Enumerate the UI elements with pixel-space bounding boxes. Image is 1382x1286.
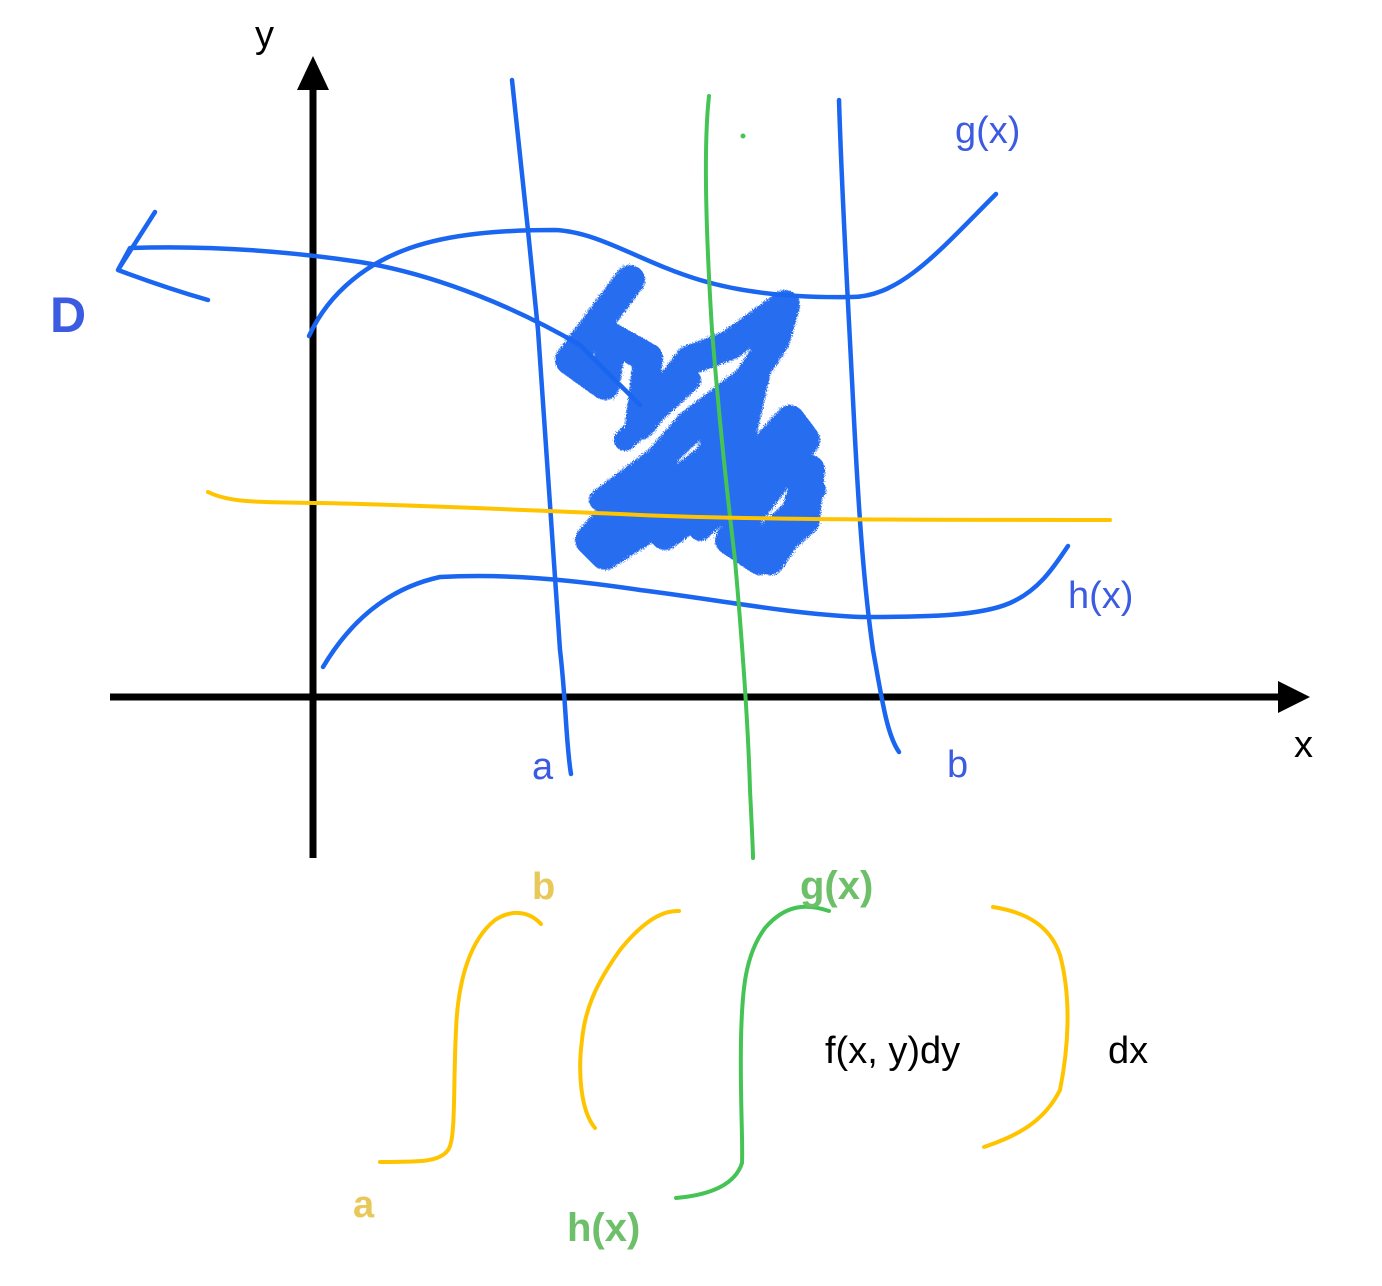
lower-curve-label: h(x) — [1068, 575, 1134, 617]
closing-paren — [982, 905, 1070, 1149]
integrand-label: f(x, y)dy — [825, 1030, 961, 1072]
middle-integral-sign — [578, 908, 681, 1130]
x-axis-label: x — [1294, 724, 1313, 766]
x-axis-arrowhead — [1278, 681, 1310, 713]
inner-lower-limit-label: h(x) — [567, 1206, 641, 1250]
right-bound-label: b — [947, 744, 969, 786]
green-dot — [740, 133, 746, 139]
outer-integral-sign — [378, 911, 543, 1164]
right-bound-line-b — [836, 97, 902, 755]
outer-upper-limit-label: b — [532, 866, 556, 908]
inner-integral-sign — [674, 904, 831, 1200]
outer-differential-label: dx — [1108, 1030, 1149, 1072]
upper-curve-g — [306, 191, 999, 339]
region-d-label: D — [50, 287, 87, 343]
y-axis-label: y — [255, 14, 274, 56]
green-vertical-strip-line — [703, 94, 755, 860]
region-d-pointer-arrow — [115, 209, 643, 408]
coordinate-axes — [110, 88, 1282, 858]
upper-curve-label: g(x) — [955, 110, 1021, 152]
inner-upper-limit-label: g(x) — [800, 864, 874, 908]
y-axis-arrowhead — [297, 56, 329, 90]
left-bound-line-a — [509, 77, 574, 777]
left-bound-label: a — [532, 746, 554, 788]
region-d-shading — [555, 265, 826, 575]
yellow-horizontal-strip-line — [206, 490, 1112, 522]
outer-lower-limit-label: a — [353, 1184, 375, 1226]
lower-curve-h — [320, 543, 1071, 670]
